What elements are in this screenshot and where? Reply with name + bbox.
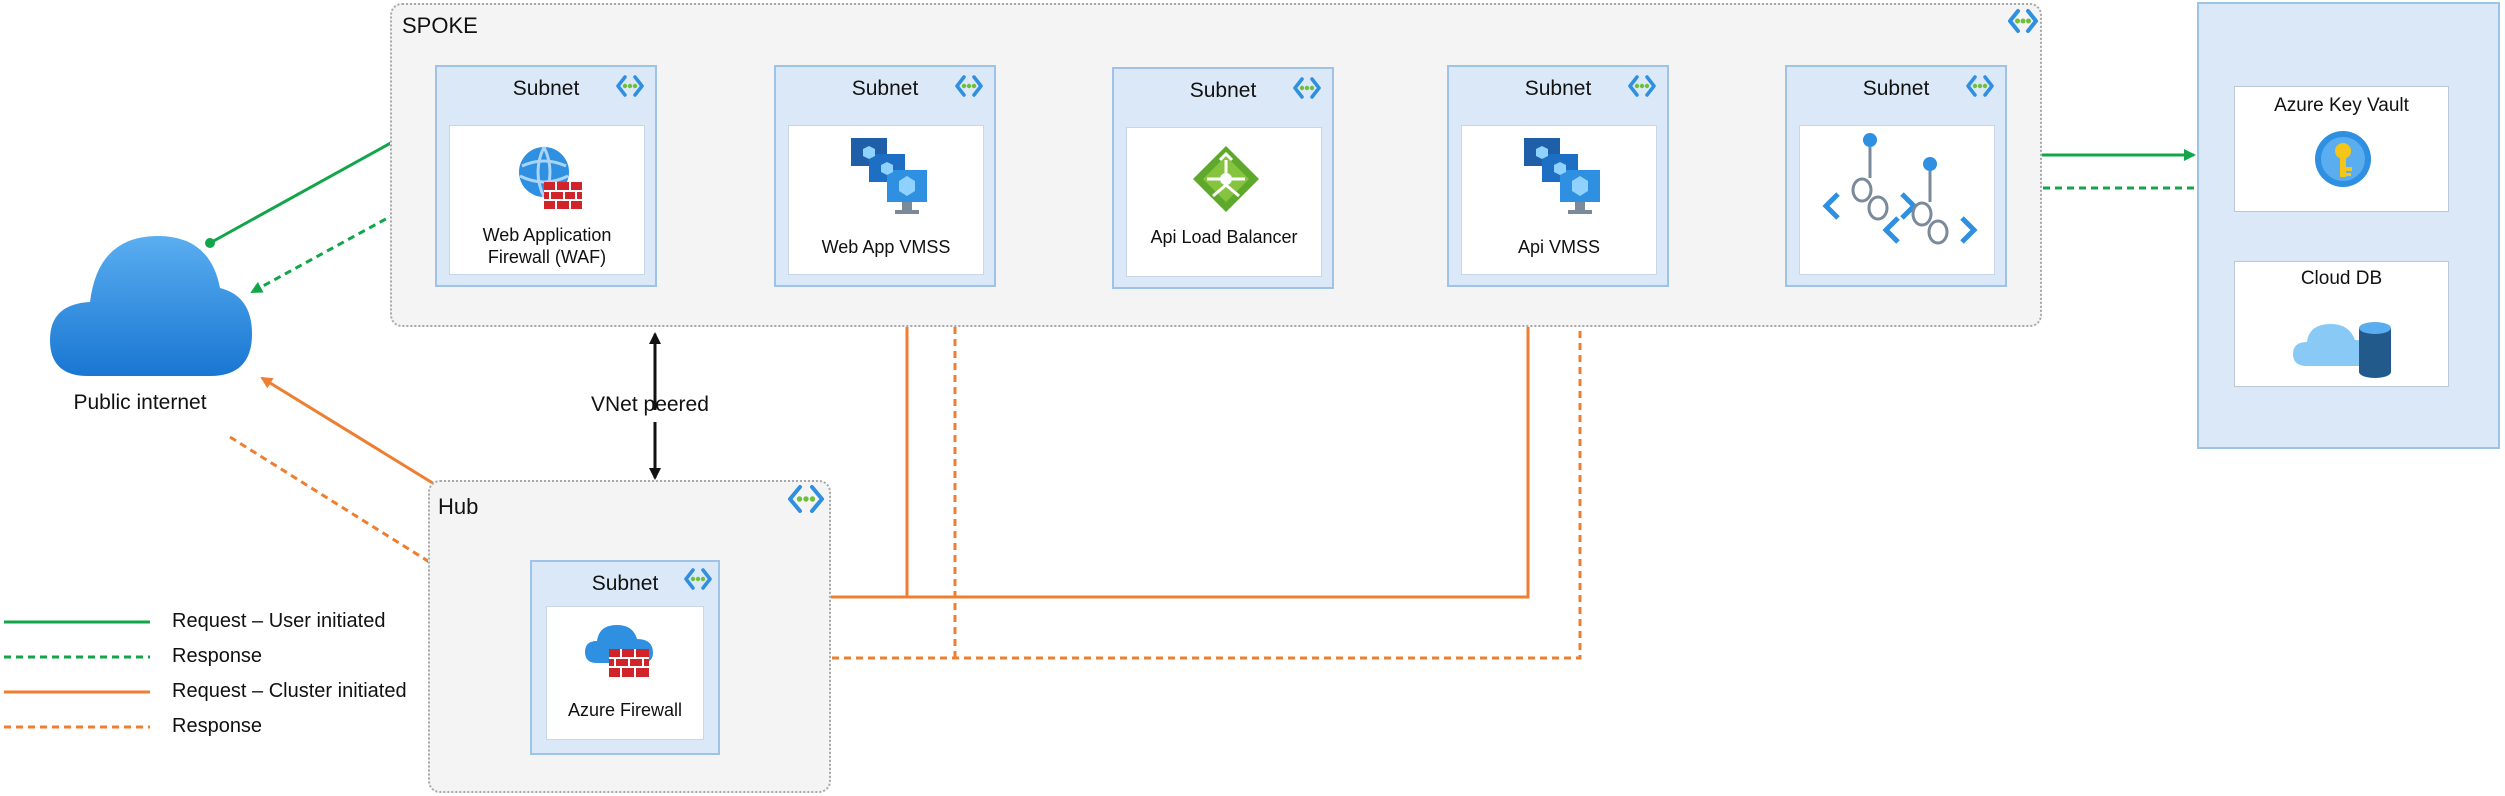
webapp-card: Web App VMSS (788, 125, 984, 275)
key-vault-card: Azure Key Vault (2234, 86, 2449, 212)
vnet-icon (788, 485, 824, 513)
arrow-waf-to-internet (250, 194, 429, 294)
cloud-db-icon (2293, 322, 2391, 378)
arrow-firewall-to-api (724, 292, 1586, 660)
waf-icon (519, 146, 582, 209)
vnet-icon (1293, 77, 1321, 99)
cloud-db-card: Cloud DB (2234, 261, 2449, 387)
legend-item-user-request: Request – User initiated (172, 610, 386, 632)
private-endpoint-card (1799, 125, 1995, 275)
legend-item-cluster-response: Response (172, 715, 263, 737)
load-balancer-icon (1193, 146, 1259, 212)
vmss-icon (1524, 138, 1600, 214)
legend: Request – User initiated Response Reques… (0, 600, 440, 740)
webapp-label: Web App VMSS (821, 237, 951, 257)
firewall-label: Azure Firewall (567, 700, 683, 720)
line-api-to-firewall (908, 300, 1530, 599)
private-endpoint-icon (1822, 133, 1978, 245)
spoke-label: SPOKE (402, 13, 478, 38)
subnet-private-endpoint: Subnet (1785, 65, 2007, 287)
subnet-firewall: Subnet Azure Firewall (530, 560, 720, 755)
load-balancer-card: Api Load Balancer (1126, 127, 1322, 277)
vmss-icon (851, 138, 927, 214)
subnet-load-balancer: Subnet Api Load Balancer (1112, 67, 1334, 289)
vnet-icon (1966, 75, 1994, 97)
legend-item-cluster-request: Request – Cluster initiated (172, 680, 407, 702)
firewall-card: Azure Firewall (546, 606, 704, 740)
subnet-title: Subnet (512, 77, 580, 100)
subnet-waf: Subnet Web Application Firewall (WAF) (435, 65, 657, 287)
vnet-icon (955, 75, 983, 97)
subnet-title: Subnet (851, 77, 919, 100)
subnet-title: Subnet (1189, 79, 1257, 102)
vnet-icon (1628, 75, 1656, 97)
subnet-webapp: Subnet Web App VMSS (774, 65, 996, 287)
hub-label: Hub (438, 494, 479, 519)
connector-dot (205, 238, 215, 248)
cloud-icon (50, 236, 252, 376)
cloud-db-label: Cloud DB (2300, 268, 2383, 289)
public-internet-label: Public internet (73, 391, 207, 414)
legend-item-user-response: Response (172, 645, 263, 667)
api-card: Api VMSS (1461, 125, 1657, 275)
key-vault-icon (2315, 131, 2371, 187)
firewall-icon (585, 625, 653, 677)
vnet-icon (684, 568, 712, 590)
waf-card: Web Application Firewall (WAF) (449, 125, 645, 275)
vnet-icon (2008, 9, 2038, 33)
arrow-internet-to-waf (209, 122, 427, 245)
arrow-internet-to-firewall (229, 435, 524, 622)
waf-label: Web Application Firewall (WAF) (482, 225, 612, 267)
vnet-icon (616, 75, 644, 97)
subnet-api: Subnet Api VMSS (1447, 65, 1669, 287)
vnet-peered-label: VNet peered (591, 393, 709, 416)
legend-swatches (4, 620, 150, 729)
subnet-title: Subnet (1524, 77, 1592, 100)
subnet-title: Subnet (591, 572, 659, 595)
key-vault-label: Azure Key Vault (2274, 95, 2409, 116)
api-label: Api VMSS (1517, 237, 1601, 257)
load-balancer-label: Api Load Balancer (1150, 227, 1298, 247)
subnet-title: Subnet (1862, 77, 1930, 100)
